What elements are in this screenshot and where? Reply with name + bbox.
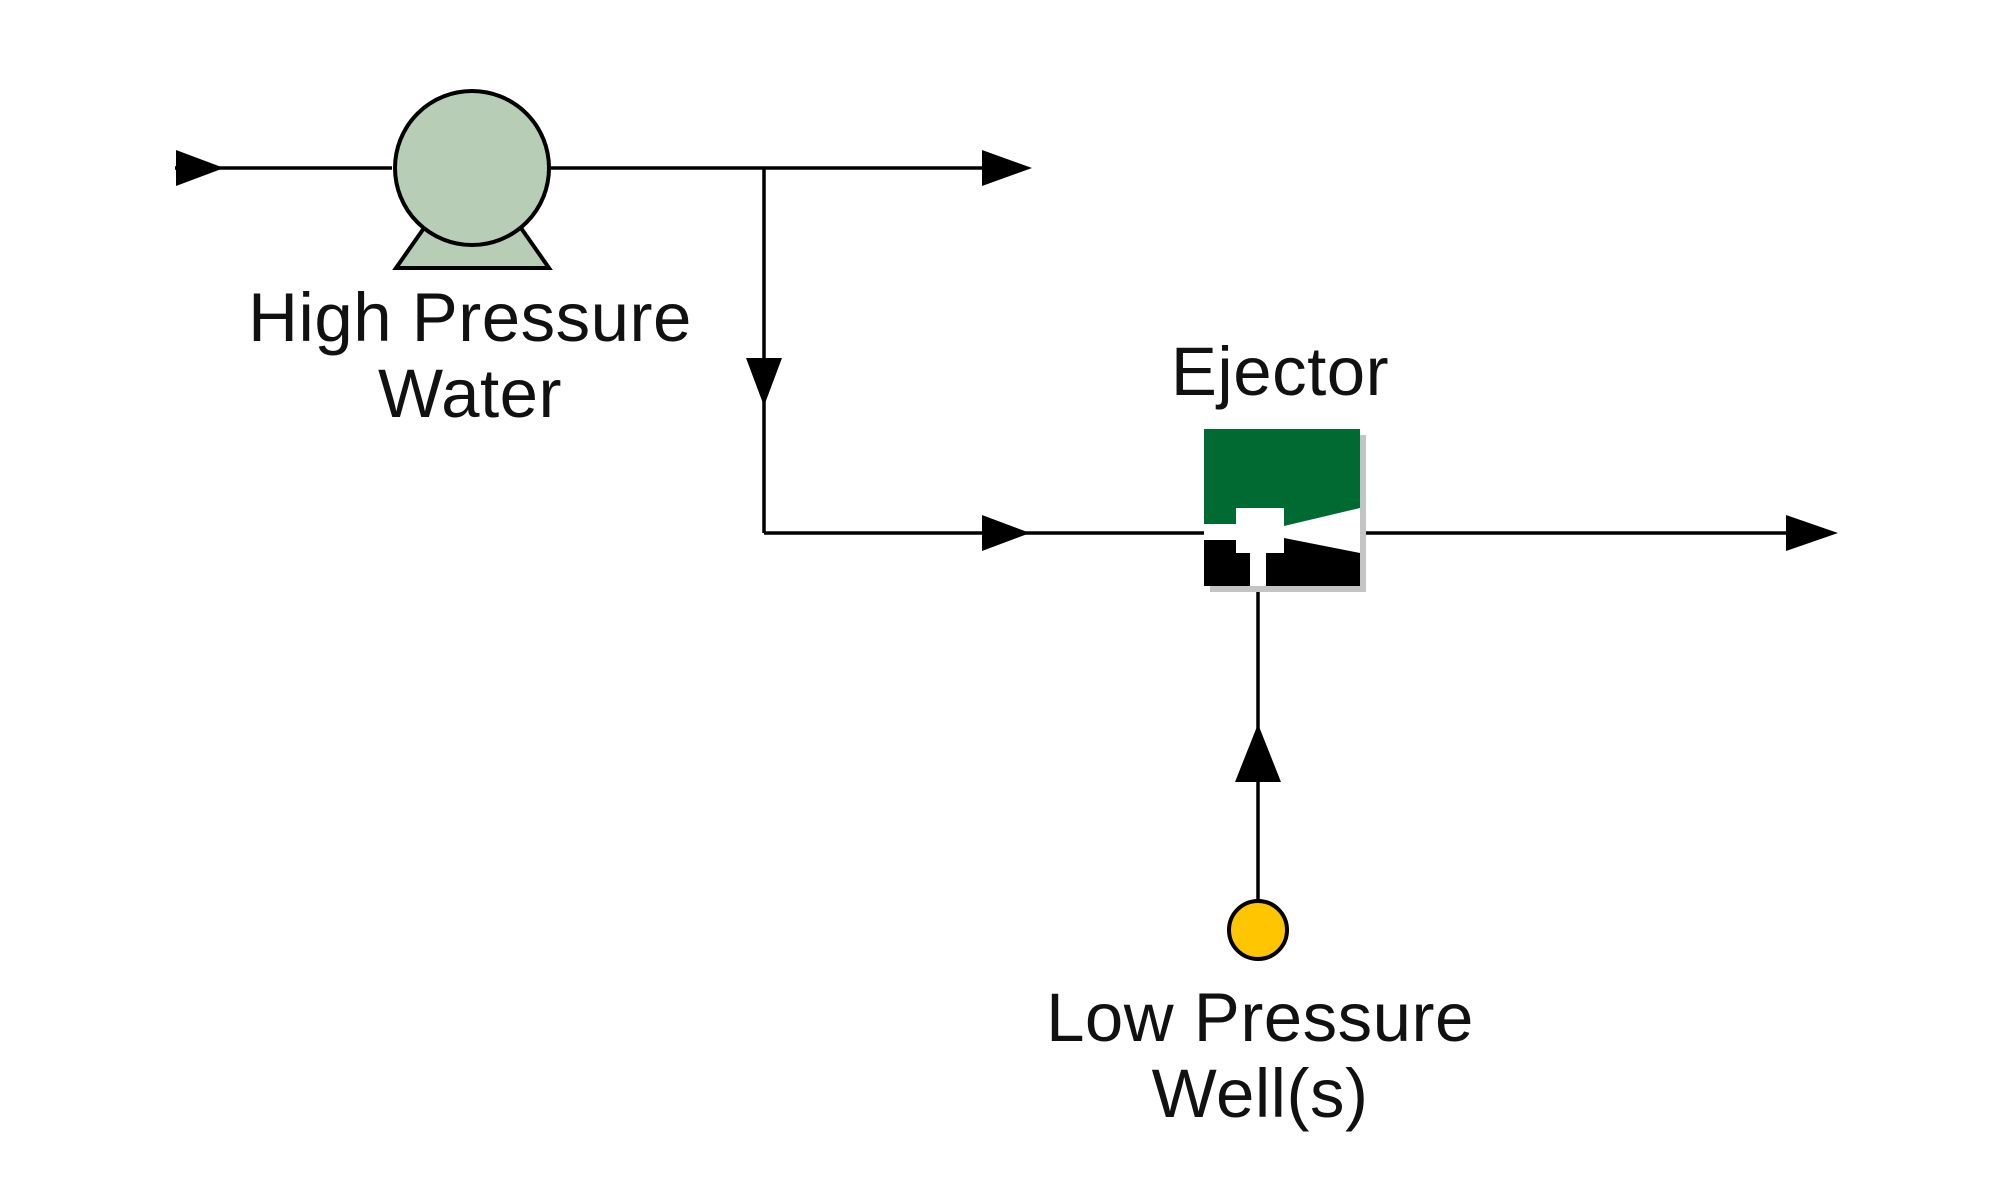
well-label: Low Pressure Well(s) <box>980 980 1540 1132</box>
motive-branch-stream <box>746 168 1206 551</box>
well-source-icon <box>1227 899 1289 961</box>
ejector-label-text: Ejector <box>1170 333 1390 410</box>
ejector-icon <box>1204 429 1366 592</box>
well-label-line1: Low Pressure <box>1046 979 1474 1056</box>
discharge-arrow-icon <box>982 150 1032 186</box>
pump-discharge-stream <box>548 150 1032 186</box>
centrifugal-pump-icon <box>392 89 553 270</box>
suction-stream <box>1235 588 1281 902</box>
right-arrow-icon <box>982 515 1030 551</box>
ejector-label: Ejector <box>1100 334 1460 410</box>
well-label-line2: Well(s) <box>1151 1055 1369 1132</box>
pump-label-line1: High Pressure <box>248 279 692 356</box>
outlet-arrow-icon <box>1786 515 1838 551</box>
inlet-arrow-icon <box>176 150 224 186</box>
ejector-outlet-stream <box>1362 515 1838 551</box>
pump-inlet-stream <box>175 150 392 186</box>
pump-label: High Pressure Water <box>180 280 760 432</box>
up-arrow-icon <box>1235 724 1281 782</box>
pump-label-line2: Water <box>378 355 562 432</box>
down-arrow-icon <box>746 358 782 406</box>
